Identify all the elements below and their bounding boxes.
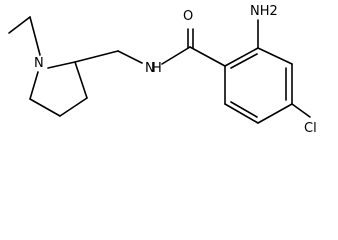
- atom-label-chlorine: Cl: [304, 121, 317, 136]
- bond-ethyl-terminal: [8, 16, 31, 34]
- bond-benzene-c5-c6: [224, 103, 259, 124]
- bond-benzene-c2-c3: [257, 47, 293, 65]
- bond-carbonyl-to-ring: [189, 46, 226, 67]
- bond-benzene-inner-c1-c2: [230, 53, 258, 69]
- atom-labels: O NH2 Cl N H N: [34, 4, 317, 136]
- bond-ring-to-ch2: [74, 50, 119, 63]
- bond-lines: [8, 16, 311, 124]
- bond-amide-n-to-carbonyl: [161, 46, 191, 65]
- bond-ring-c4-c5: [29, 98, 61, 117]
- atom-label-amide-nitrogen: N: [145, 61, 155, 76]
- bond-ethyl-to-ring-n: [29, 16, 41, 56]
- bond-benzene-c1-c2: [224, 47, 259, 67]
- atom-label-oxygen: O: [183, 9, 193, 24]
- bond-ring-c2-c3: [74, 61, 88, 99]
- bond-benzene-inner-c5-c6: [230, 101, 258, 118]
- atom-label-amino: NH2: [250, 4, 278, 19]
- bond-ring-n-c2: [47, 61, 76, 69]
- atom-label-amide-hydrogen: H: [152, 61, 162, 76]
- bond-ch2-to-amide-n: [117, 50, 143, 64]
- molecule-structure-diagram: O NH2 Cl N H N: [8, 4, 317, 136]
- bond-ring-c5-n: [29, 71, 39, 100]
- atom-label-pyrrolidine-nitrogen: N: [34, 56, 44, 71]
- bond-benzene-c4-c5: [257, 103, 293, 124]
- bond-ring-c3-c4: [59, 97, 88, 117]
- bond-ring-to-chloro: [291, 103, 311, 118]
